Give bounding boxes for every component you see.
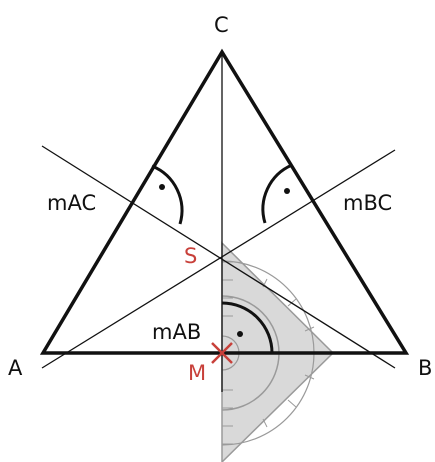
triangle-abc bbox=[39, 48, 410, 355]
right-angle-marker-ac bbox=[151, 164, 184, 225]
bisector-mBC bbox=[41, 149, 396, 369]
line-mbc-label: mBC bbox=[343, 191, 392, 215]
vertex-a-label: A bbox=[8, 356, 23, 380]
set-square-ticks bbox=[222, 261, 315, 445]
right-angle-marker-ab bbox=[221, 301, 274, 354]
point-m-marker bbox=[211, 342, 233, 364]
point-m-label: M bbox=[188, 361, 206, 385]
point-s-label: S bbox=[184, 244, 197, 268]
perpendicular-bisectors bbox=[41, 55, 396, 392]
line-mab-label: mAB bbox=[152, 320, 201, 344]
right-angle-marker-bc bbox=[261, 163, 293, 224]
vertex-c-label: C bbox=[214, 13, 229, 37]
bisector-mAC bbox=[41, 145, 396, 369]
line-mac-label: mAC bbox=[47, 191, 96, 215]
vertex-b-label: B bbox=[418, 356, 432, 380]
